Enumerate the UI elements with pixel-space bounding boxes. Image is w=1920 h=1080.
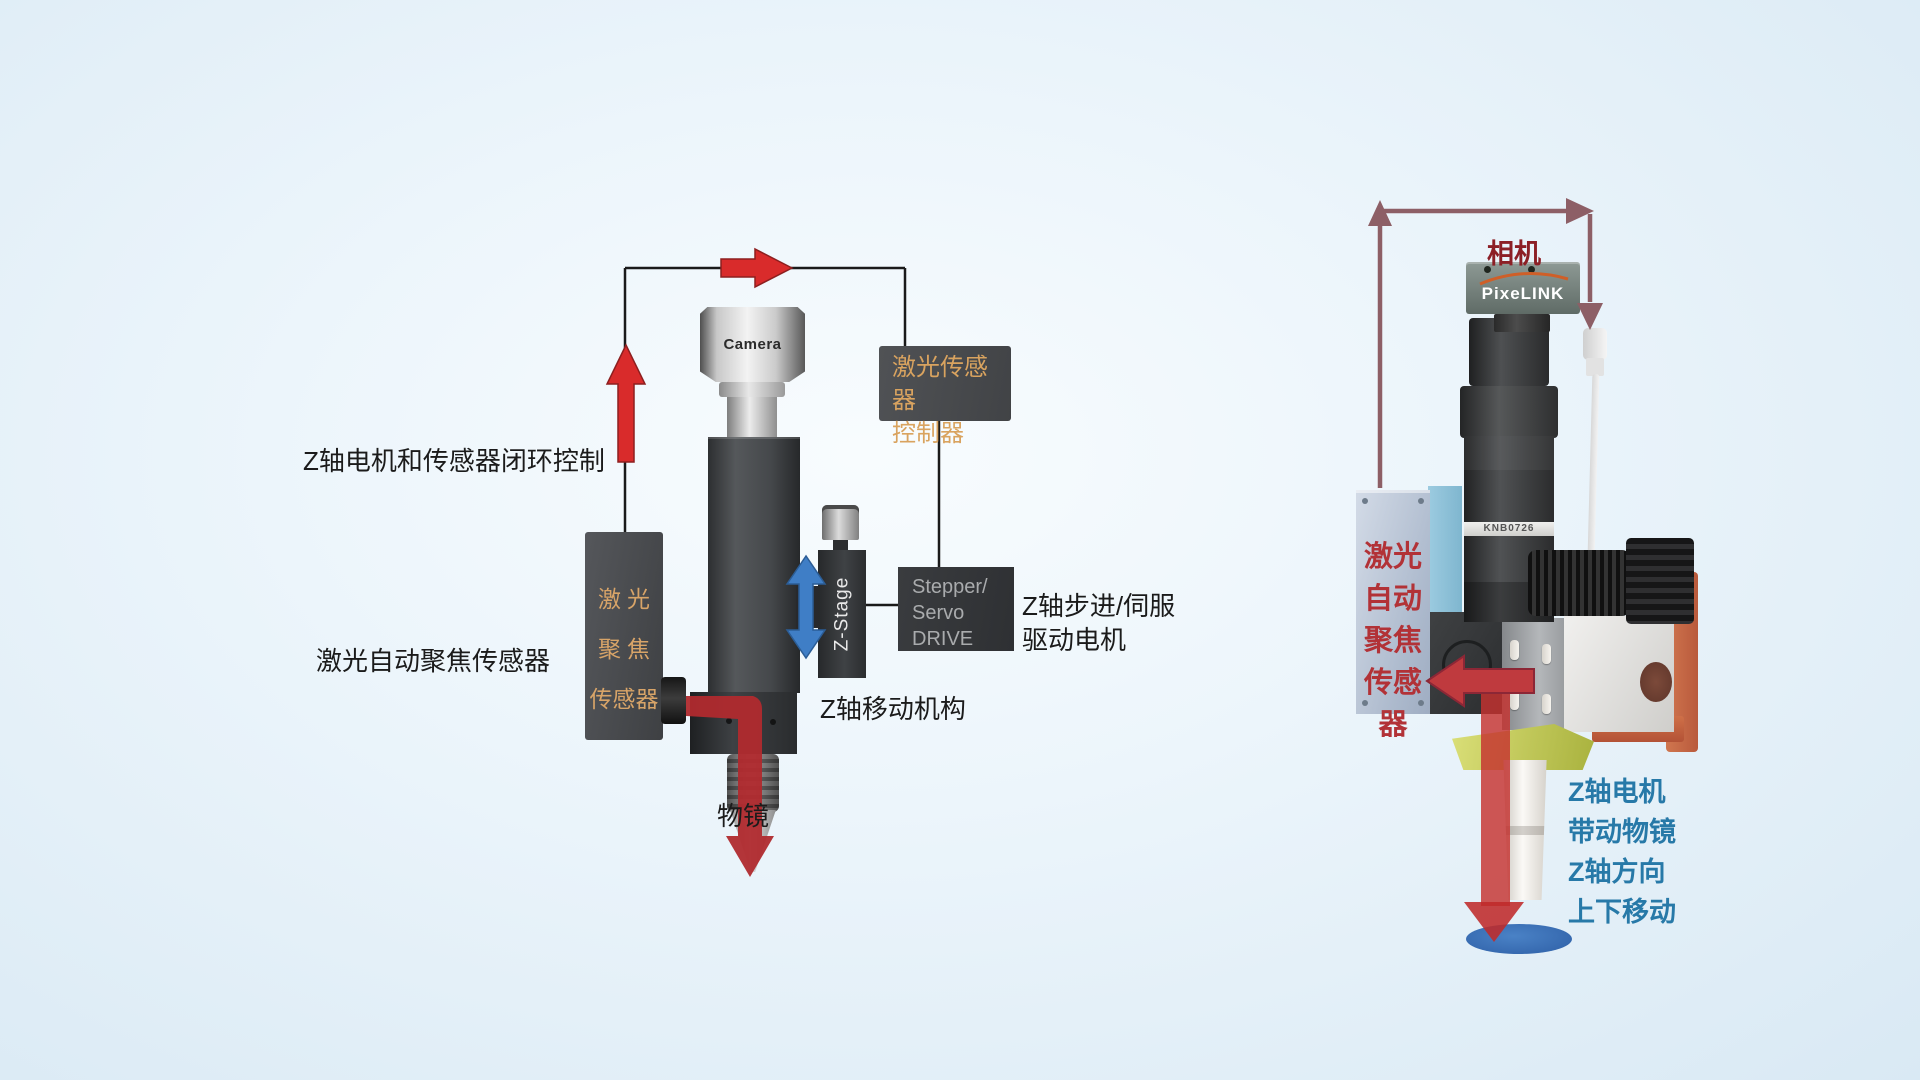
maroon-up-arrowhead [1368, 200, 1392, 226]
motion-text-line: Z轴电机 [1568, 777, 1666, 807]
pixelink-brand: PixeLINK [1481, 284, 1565, 303]
camera-dot [1528, 266, 1535, 273]
motion-text-line: 带动物镜 [1568, 817, 1676, 847]
cable-plug-lower [1586, 358, 1604, 376]
stage-block-gray [1502, 618, 1564, 730]
red-up-arrow [605, 343, 647, 463]
pin [1542, 644, 1551, 664]
stepper-box-line: Servo [912, 602, 965, 624]
motion-text-line: 上下移动 [1568, 897, 1676, 927]
stepper-servo-drive-box: Stepper/ Servo DRIVE [898, 567, 1014, 651]
autofocus-text-line: 聚焦 [1363, 625, 1422, 657]
sensor-box-line: 传感器 [589, 686, 659, 712]
autofocus-text-line: 自动 [1363, 583, 1422, 615]
screw-dot [726, 718, 732, 724]
objective-ring [1503, 826, 1547, 835]
focus-knob-head [1626, 538, 1694, 624]
cable [1587, 373, 1600, 555]
maroon-down-arrowhead [1577, 303, 1603, 330]
stage-block-hole [1640, 662, 1672, 702]
z-stage-body: Z-Stage [818, 550, 866, 678]
z-move-label: Z轴移动机构 [820, 694, 966, 724]
camera-adapter-cylinder [727, 397, 777, 438]
screw-dot [1362, 498, 1368, 504]
screw-dot [1362, 700, 1368, 706]
z-stage-knob [822, 505, 859, 540]
controller-box-line: 控制器 [892, 420, 964, 447]
maroon-right-arrowhead [1566, 198, 1594, 224]
autofocus-sensor-label: 激光自动聚焦传感器 [316, 646, 551, 676]
z-stage-stem [833, 540, 848, 550]
pixelink-camera: PixeLINK [1466, 262, 1580, 314]
screw-dot [1418, 498, 1424, 504]
laser-beam-down [1481, 668, 1510, 906]
objective-label: 物镜 [717, 801, 770, 831]
red-right-arrow [720, 247, 794, 289]
z-stage-label: Z-Stage [831, 576, 852, 652]
camera-label: Camera [723, 336, 782, 353]
camera-base-cylinder [1494, 314, 1550, 332]
stepper-box-line: Stepper/ [912, 576, 988, 598]
focus-knob [1528, 550, 1630, 616]
white-objective-lens [1503, 760, 1547, 900]
sensor-emitter-cylinder [661, 677, 686, 724]
camera-dot [1484, 266, 1491, 273]
tube-label-band: KNB0726 [1464, 522, 1554, 536]
pin [1542, 694, 1551, 714]
autofocus-text-line: 激光 [1363, 541, 1422, 573]
camera-adapter-ring [719, 382, 785, 397]
laser-sensor-controller-box: 激光传感器 控制器 [879, 346, 1011, 447]
laser-focus-sensor-box: 激光 聚焦 传感器 [585, 532, 663, 740]
z-axis-module-body [708, 437, 800, 693]
autofocus-text-line: 器 [1378, 709, 1408, 741]
microscope-tube-ring [1460, 386, 1558, 438]
pin [1510, 690, 1519, 710]
sensor-box-line: 激光 [598, 586, 656, 612]
photo-camera-label: 相机 [1487, 239, 1541, 269]
objective-mount-block [690, 692, 797, 754]
pin [1510, 640, 1519, 660]
laser-beam-arrowhead [1464, 902, 1524, 942]
autofocus-sensor-box: 激光 自动 聚焦 传感 器 [1356, 490, 1430, 741]
pixelink-swoosh [1479, 272, 1569, 286]
sensor-box-line: 聚焦 [598, 636, 656, 662]
motion-text-line: Z轴方向 [1568, 857, 1666, 887]
autofocus-text-line: 传感 [1363, 667, 1422, 699]
screw-dot [770, 719, 776, 725]
autofocus-sensor-box-side [1428, 486, 1462, 612]
closed-loop-label: Z轴电机和传感器闭环控制 [303, 446, 605, 476]
stepper-box-line: DRIVE [912, 628, 974, 650]
stepper-motor-label-line1: Z轴步进/伺服 [1022, 591, 1176, 621]
photo-motion-label: Z轴电机 带动物镜 Z轴方向 上下移动 [1568, 772, 1676, 932]
camera-body: Camera [700, 307, 805, 382]
cable-plug [1583, 328, 1607, 360]
controller-box-line: 激光传感器 [892, 354, 988, 414]
stepper-motor-label-line2: 驱动电机 [1022, 625, 1127, 655]
screw-dot [1418, 700, 1424, 706]
